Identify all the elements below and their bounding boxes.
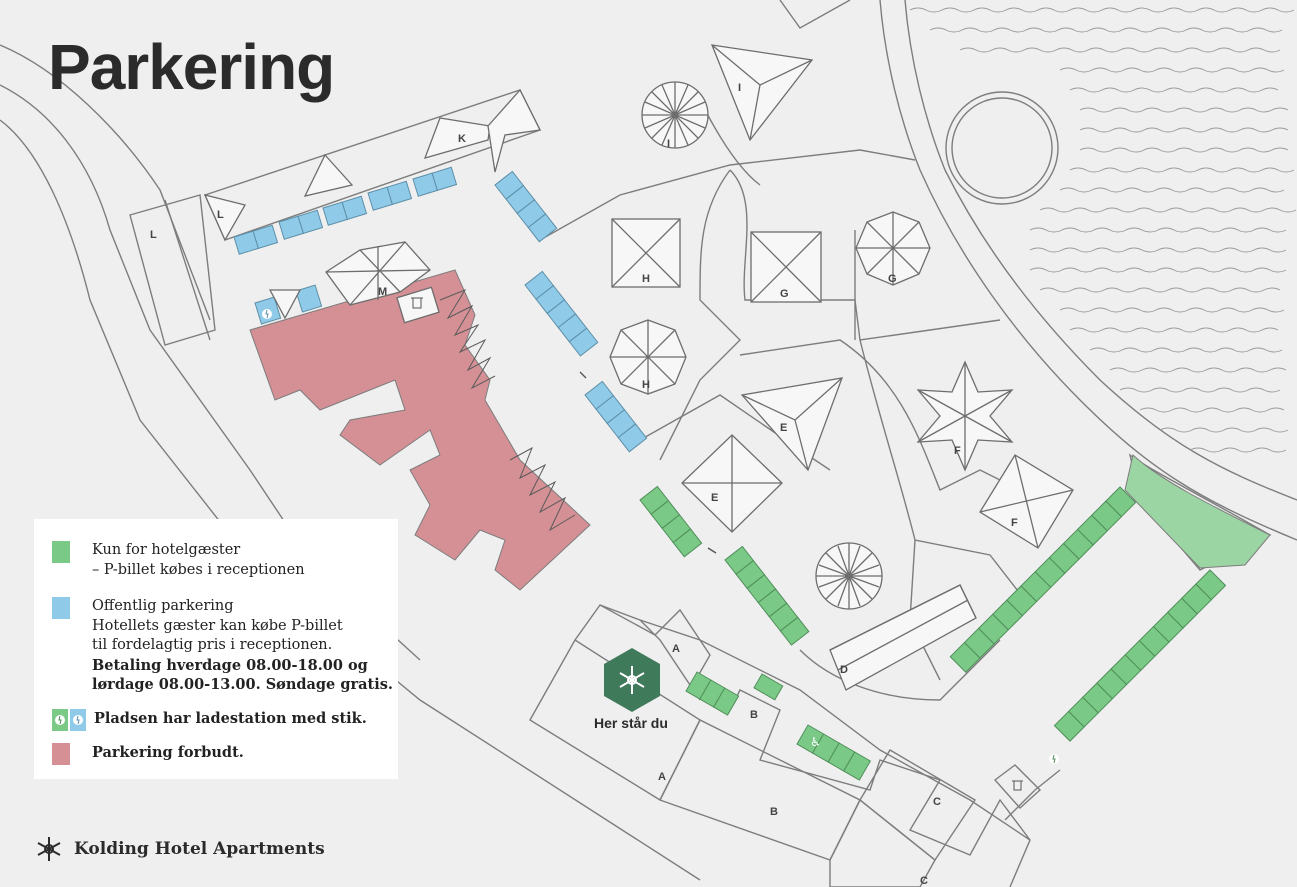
snowflake-logo-icon xyxy=(37,837,61,861)
path xyxy=(729,169,1001,341)
path xyxy=(639,394,831,471)
building-outline xyxy=(129,194,216,346)
brand-name: Kolding Hotel Apartments xyxy=(74,839,325,859)
road-outline xyxy=(0,44,211,321)
building-I xyxy=(710,44,814,142)
blue-swatch xyxy=(52,597,70,619)
legend: Kun for hotelgæster – P-billet købes i r… xyxy=(34,519,398,779)
building-outline xyxy=(639,619,701,701)
road-outline xyxy=(879,0,1297,541)
fountain-circle xyxy=(945,91,1059,205)
trash-icon xyxy=(411,297,423,309)
label-C-north: C xyxy=(933,796,941,808)
label-L-west: L xyxy=(150,229,157,241)
road-outline xyxy=(0,84,421,661)
label-F-star: F xyxy=(954,445,961,457)
legend-text: Kun for hotelgæster xyxy=(92,542,241,558)
label-C-south: C xyxy=(920,875,928,887)
brand: Kolding Hotel Apartments xyxy=(36,836,325,862)
label-A-north: A xyxy=(672,643,680,655)
legend-text: lørdage 08.00-13.00. Søndage gratis. xyxy=(92,676,393,693)
guest-parking-lot xyxy=(1124,454,1271,569)
handicap-icon: ♿ xyxy=(810,735,821,749)
legend-forbidden: Parkering forbudt. xyxy=(52,743,244,765)
guest-parking xyxy=(639,485,1227,781)
label-I: I xyxy=(738,82,741,94)
label-D: D xyxy=(840,664,848,676)
label-M: M xyxy=(378,286,387,298)
road-outline xyxy=(539,149,916,241)
building-outline xyxy=(599,604,1031,887)
zigzag-stalls xyxy=(439,288,576,532)
public-parking xyxy=(233,166,648,453)
building-outline xyxy=(1004,769,1061,821)
label-H: H xyxy=(642,273,650,285)
label-G-gazebo: G xyxy=(888,273,897,285)
label-L: L xyxy=(217,209,224,221)
trash-icon xyxy=(1012,780,1023,791)
label-K: K xyxy=(458,133,466,145)
building-outline xyxy=(993,764,1042,809)
legend-text: Betaling hverdage 08.00-18.00 og xyxy=(92,656,368,674)
building-outline xyxy=(779,0,851,29)
road-outline xyxy=(0,119,701,881)
label-B-south: B xyxy=(770,806,778,818)
page-title: Parkering xyxy=(48,31,335,103)
building-outline xyxy=(204,89,541,241)
charging-icon xyxy=(262,309,272,319)
label-F: F xyxy=(1011,517,1018,529)
water-pattern xyxy=(909,7,1297,453)
you-are-here-label: Her står du xyxy=(594,715,668,731)
legend-text: til fordelagtig pris i receptionen. xyxy=(92,637,333,653)
snowflake-icon xyxy=(619,666,645,694)
label-B-north: B xyxy=(750,709,758,721)
path xyxy=(859,339,1026,601)
legend-text: Pladsen har ladestation med stik. xyxy=(94,710,367,727)
legend-hotel-guests: Kun for hotelgæster – P-billet købes i r… xyxy=(52,541,305,580)
you-are-here-marker xyxy=(604,648,660,712)
building-outline xyxy=(829,798,936,887)
no-parking-area xyxy=(249,269,591,591)
label-G: G xyxy=(780,288,789,300)
charging-icon xyxy=(70,709,86,731)
building-outline xyxy=(574,604,1031,856)
label-E-south: E xyxy=(711,492,718,504)
green-swatch xyxy=(52,541,70,563)
svg-text:♿: ♿ xyxy=(810,735,821,749)
path xyxy=(799,639,1001,701)
label-H-gazebo: H xyxy=(642,379,650,391)
trash-box xyxy=(396,286,440,324)
legend-charging: Pladsen har ladestation med stik. xyxy=(52,709,367,731)
label-A-south: A xyxy=(658,771,666,783)
pink-swatch xyxy=(52,743,70,765)
legend-text: – P-billet købes i receptionen xyxy=(92,561,305,578)
label-I-gazebo: I xyxy=(667,138,670,150)
building-outline xyxy=(164,199,211,341)
label-E-north: E xyxy=(780,422,787,434)
legend-text: Hotellets gæster kan købe P-billet xyxy=(92,617,343,634)
path xyxy=(659,169,741,461)
legend-text: Offentlig parkering xyxy=(92,598,234,614)
legend-public: Offentlig parkering Hotellets gæster kan… xyxy=(52,597,393,695)
fountain-circle-inner xyxy=(951,97,1053,199)
charging-icon xyxy=(1049,754,1059,764)
path xyxy=(739,339,1001,491)
charging-icon xyxy=(52,709,68,731)
road-outline xyxy=(904,0,1297,501)
legend-text: Parkering forbudt. xyxy=(92,744,244,761)
